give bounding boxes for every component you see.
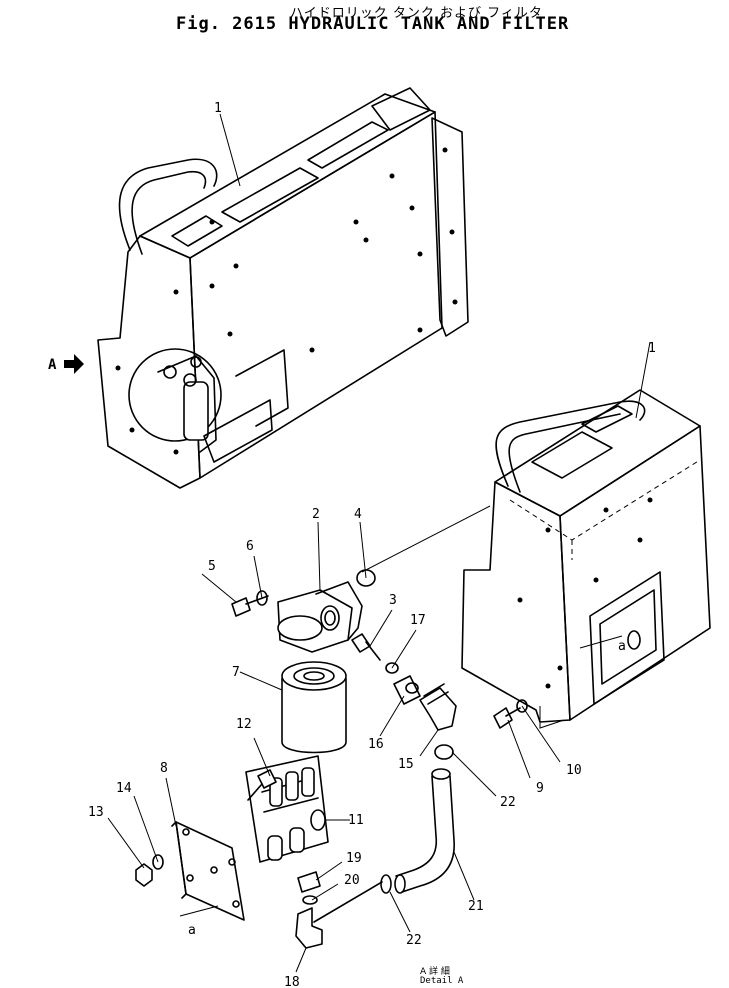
leader-lines [107, 113, 651, 973]
title-japanese: ハイドロリック タンク および フィルタ [290, 6, 543, 21]
callout-clamp-22-lower: 22 [406, 933, 422, 948]
bracket [171, 821, 245, 921]
callout-nut-13: 13 [88, 805, 104, 820]
callout-elbow-15: 15 [398, 757, 414, 772]
callout-washer-14: 14 [116, 781, 132, 796]
callout-bracket: 8 [160, 761, 168, 776]
callout-o-ring-20: 20 [344, 873, 360, 888]
callout-nipple-19: 19 [346, 851, 362, 866]
detail-label-japanese: A 詳 細 [420, 967, 450, 977]
hydraulic-tank-main [97, 87, 469, 489]
view-marker-label: A [48, 357, 57, 373]
connection-marker-tank: a [618, 639, 626, 654]
hydraulic-tank-detail: a [461, 389, 711, 723]
callout-valve: 11 [348, 813, 364, 828]
figure-title: Fig. 2615 HYDRAULIC TANK AND FILTER [176, 14, 570, 34]
connection-marker-bracket: a [188, 923, 196, 938]
callout-tank-detail: 1 [648, 341, 656, 356]
callout-o-ring-4: 4 [354, 507, 362, 522]
callout-bolt-12: 12 [236, 717, 252, 732]
valve [245, 755, 329, 863]
filter-element [281, 661, 347, 754]
filter-head [277, 581, 363, 653]
detail-label: Detail A [420, 976, 464, 986]
hardware [135, 569, 528, 949]
arrow-icon [64, 354, 84, 374]
callout-nipple-16: 16 [368, 737, 384, 752]
callout-bolt-9: 9 [536, 781, 544, 796]
callout-washer-10: 10 [566, 763, 582, 778]
callout-washer-6: 6 [246, 539, 254, 554]
callout-bolt-5: 5 [208, 559, 216, 574]
view-arrow-a: A [48, 354, 84, 374]
callout-filter-head: 2 [312, 507, 320, 522]
callout-plug: 3 [389, 593, 397, 608]
callout-o-ring-17: 17 [410, 613, 426, 628]
callout-hose-21: 21 [468, 899, 484, 914]
callout-clamp-22-upper: 22 [500, 795, 516, 810]
callout-elbow-18: 18 [284, 975, 300, 988]
callout-filter-element: 7 [232, 665, 240, 680]
callout-tank-main: 1 [214, 101, 222, 116]
callouts: 1 1 2 3 4 5 6 7 8 9 10 11 12 13 14 15 16… [88, 101, 656, 988]
